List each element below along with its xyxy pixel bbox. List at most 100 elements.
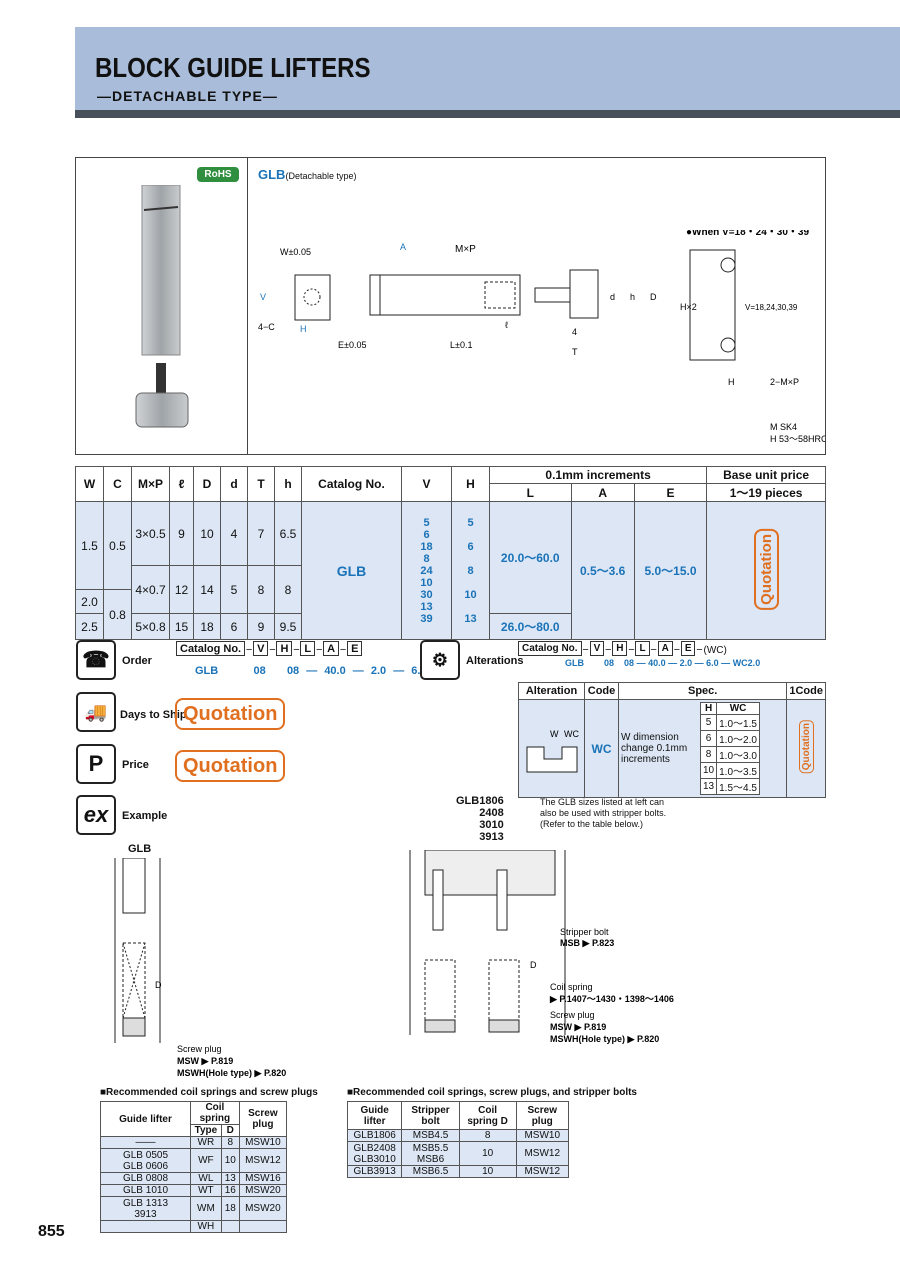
- rec2-title: ■Recommended coil springs, screw plugs, …: [347, 1087, 637, 1098]
- th-a: A: [570, 483, 635, 502]
- svg-text:MSB ▶ P.823: MSB ▶ P.823: [560, 938, 614, 948]
- th-pieces: 1～19 pieces: [706, 483, 826, 502]
- when-v: ●When V=18・24・30・39: [686, 230, 809, 238]
- alterations-label: Alterations: [466, 655, 524, 667]
- svg-text:MSW ▶ P.819: MSW ▶ P.819: [550, 1022, 606, 1032]
- cell-w4: 2.5: [75, 613, 104, 640]
- svg-text:Coil spring: Coil spring: [550, 982, 593, 992]
- cell-t: 7: [247, 501, 275, 566]
- spec-table: W C M×P ℓ D d T h Catalog No. V H 0.1mm …: [75, 466, 826, 640]
- example-drawing-right: Stripper bolt MSB ▶ P.823 D Coil spring …: [409, 850, 674, 1044]
- dim-a: A: [400, 242, 406, 252]
- th-l: L: [489, 483, 572, 502]
- cell-dd2: 5: [220, 565, 248, 614]
- cell-mp: 3×0.5: [131, 501, 170, 566]
- dim-mp: M×P: [455, 244, 476, 255]
- cell-mp4: 5×0.8: [131, 613, 170, 640]
- dim-l: L±0.1: [450, 340, 472, 350]
- cell-l2: 26.0～80.0: [489, 613, 572, 640]
- dim-d: d: [610, 292, 615, 302]
- th-mp: M×P: [131, 466, 170, 502]
- svg-text:MSWH(Hole type) ▶ P.820: MSWH(Hole type) ▶ P.820: [550, 1034, 659, 1044]
- glb-heading: GLB(Detachable type): [258, 167, 357, 182]
- dim-dd: D: [650, 292, 657, 302]
- cell-d: 10: [193, 501, 221, 566]
- order-example: GLB 08 08 — 40.0 — 2.0 — 6.0: [195, 665, 427, 677]
- cell-h4: 9.5: [274, 613, 302, 640]
- dim-vvals: V=18,24,30,39: [745, 303, 798, 312]
- material-m: M SK4: [770, 422, 797, 432]
- rec1-title: ■Recommended coil springs and screw plug…: [100, 1087, 318, 1098]
- dim-c: 4−C: [258, 322, 275, 332]
- cell-t4: 9: [247, 613, 275, 640]
- phone-icon: ☎: [76, 640, 116, 680]
- example-drawing-left: D Screw plug MSW ▶ P.819 MSWH(Hole type)…: [114, 858, 286, 1078]
- dim-w: W±0.05: [280, 247, 311, 257]
- th-ell: ℓ: [169, 466, 194, 502]
- svg-text:D: D: [530, 960, 537, 970]
- price-label: Price: [122, 759, 149, 771]
- dim-v: V: [260, 292, 266, 302]
- technical-drawing: W±0.05 A M×P V 4−C H E±0.05 L±0.1 ℓ d h …: [258, 230, 825, 444]
- dim-h: H: [300, 324, 307, 334]
- dim-hx2: H×2: [680, 302, 697, 312]
- product-panel: [75, 157, 826, 455]
- th-t: T: [247, 466, 275, 502]
- th-d: D: [193, 466, 221, 502]
- page-title: BLOCK GUIDE LIFTERS: [95, 52, 371, 83]
- cell-c3: 0.8: [103, 589, 132, 640]
- dim-hlab: H: [728, 377, 735, 387]
- ship-value: Quotation: [175, 698, 286, 730]
- cell-catalog: GLB: [301, 501, 402, 640]
- dim-hh: h: [630, 292, 635, 302]
- cell-h2: 8: [274, 565, 302, 614]
- cell-mp2: 4×0.7: [131, 565, 170, 614]
- truck-icon: 🚚: [76, 692, 116, 732]
- svg-text:Screw plug: Screw plug: [550, 1010, 595, 1020]
- svg-text:MSW ▶ P.819: MSW ▶ P.819: [177, 1056, 233, 1066]
- alter-code: WC: [584, 699, 619, 798]
- alter-price: Quotation: [786, 699, 826, 798]
- svg-text:W: W: [550, 729, 559, 739]
- dim-ell: ℓ: [505, 320, 509, 330]
- example-label: Example: [122, 810, 168, 822]
- material-h: H 53～58HRC: [770, 434, 825, 444]
- header-rule: [75, 110, 900, 118]
- price-value: Quotation: [175, 750, 286, 782]
- page-subtitle: —DETACHABLE TYPE—: [97, 88, 278, 104]
- svg-text:Screw plug: Screw plug: [177, 1044, 222, 1054]
- example-note: The GLB sizes listed at left can also be…: [540, 797, 667, 829]
- cell-e: 5.0～15.0: [633, 501, 708, 640]
- alter-code-boxes: Catalog No.−V−H−L−A−E−(WC): [518, 640, 727, 658]
- drill-icon: ⚙: [420, 640, 460, 680]
- th-v: V: [401, 466, 452, 502]
- svg-text:Stripper bolt: Stripper bolt: [560, 927, 609, 937]
- th-c: C: [103, 466, 132, 502]
- cell-l1: 20.0～60.0: [489, 501, 572, 614]
- price-icon: P: [76, 744, 116, 784]
- th-price: Base unit price: [706, 466, 826, 484]
- cell-price: Quotation: [706, 501, 826, 640]
- cell-dd4: 6: [220, 613, 248, 640]
- svg-text:MSWH(Hole type) ▶ P.820: MSWH(Hole type) ▶ P.820: [177, 1068, 286, 1078]
- example-glb: GLB: [128, 843, 152, 855]
- product-photo: [135, 185, 189, 428]
- panel-divider: [247, 157, 248, 455]
- cell-a: 0.5～3.6: [570, 501, 635, 640]
- svg-text:D: D: [155, 980, 162, 990]
- ship-label: Days to Ship: [120, 709, 187, 721]
- cell-dd: 4: [220, 501, 248, 566]
- cell-d4: 18: [193, 613, 221, 640]
- th-w: W: [75, 466, 104, 502]
- th-h: h: [274, 466, 302, 502]
- rohs-badge: RoHS: [197, 167, 239, 182]
- cell-w3: 2.0: [75, 589, 104, 614]
- dim-mxp2: 2−M×P: [770, 377, 799, 387]
- th-increments: 0.1mm increments: [488, 466, 708, 484]
